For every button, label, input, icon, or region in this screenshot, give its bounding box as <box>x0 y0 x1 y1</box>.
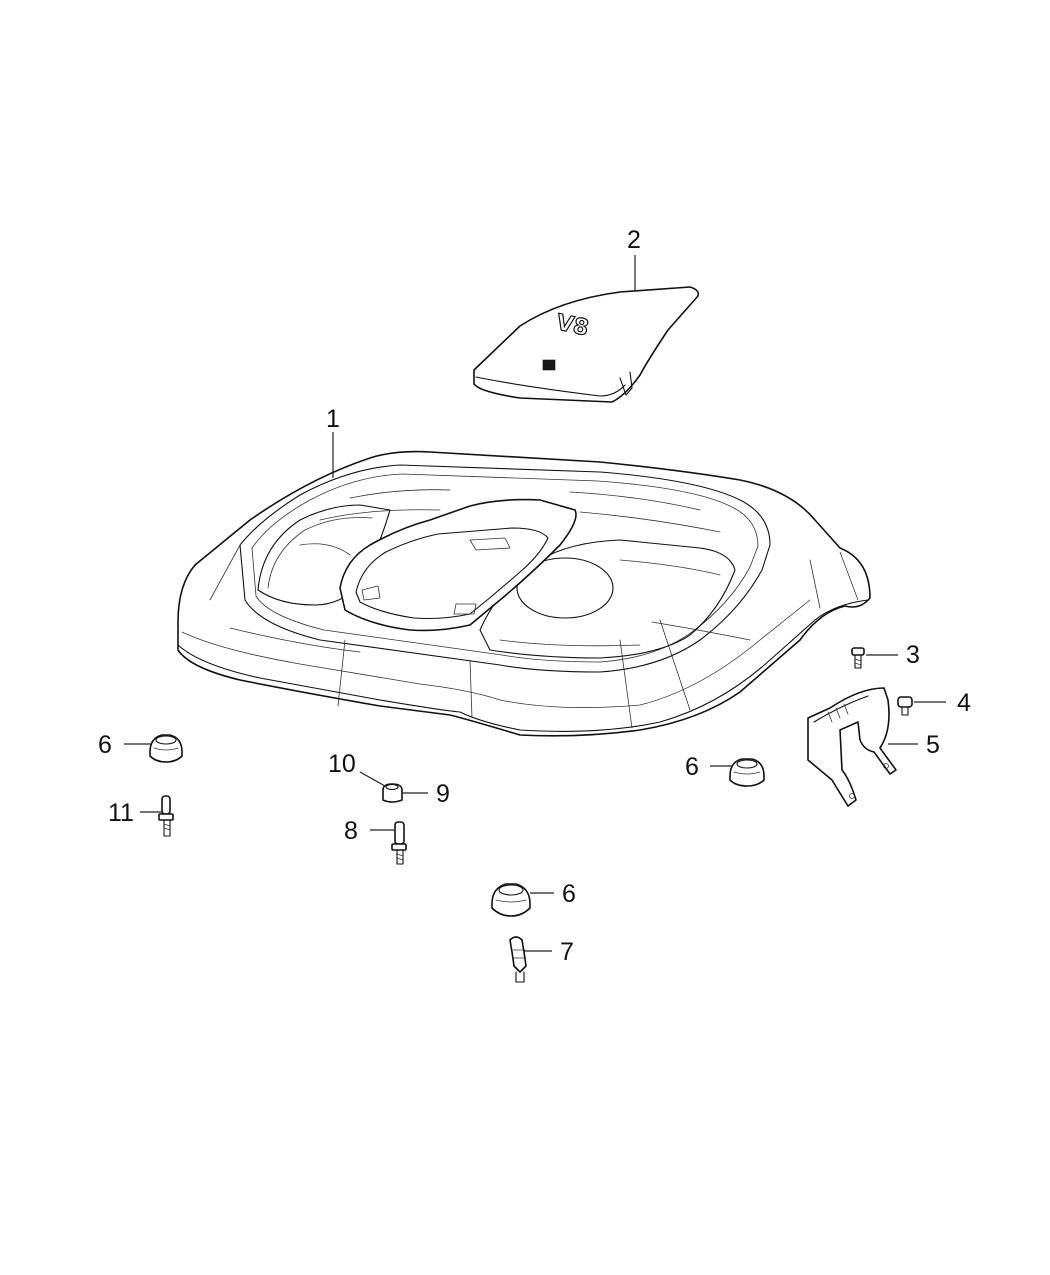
callout-3: 3 <box>906 641 920 669</box>
callout-5: 5 <box>926 731 940 759</box>
v8-emblem: V8 <box>542 310 591 371</box>
part-6-grommet-left <box>149 734 183 763</box>
part-8-stud <box>391 821 407 865</box>
callout-6-bottom: 6 <box>562 880 576 908</box>
callout-6-right: 6 <box>685 753 699 781</box>
part-5-bracket <box>807 687 897 807</box>
callout-9: 9 <box>436 780 450 808</box>
callout-8: 8 <box>344 817 358 845</box>
part-7-stud <box>509 936 527 983</box>
callout-2: 2 <box>627 226 641 254</box>
callout-6-left: 6 <box>98 731 112 759</box>
part-9-isolator <box>382 783 403 803</box>
part-6-grommet-bottom <box>491 883 531 917</box>
callout-11: 11 <box>108 799 134 827</box>
part-6-grommet-right <box>729 758 765 787</box>
part-3-bolt <box>851 647 865 669</box>
callout-10: 10 <box>328 750 356 778</box>
callout-4: 4 <box>957 689 971 717</box>
leader-10 <box>359 771 386 787</box>
callout-7: 7 <box>560 938 574 966</box>
part-11-stud <box>158 795 174 837</box>
part-2-cover-plate: V8 <box>473 286 700 403</box>
part-4-screw <box>897 696 913 716</box>
callout-1: 1 <box>326 405 340 433</box>
part-1-engine-cover <box>177 450 871 737</box>
